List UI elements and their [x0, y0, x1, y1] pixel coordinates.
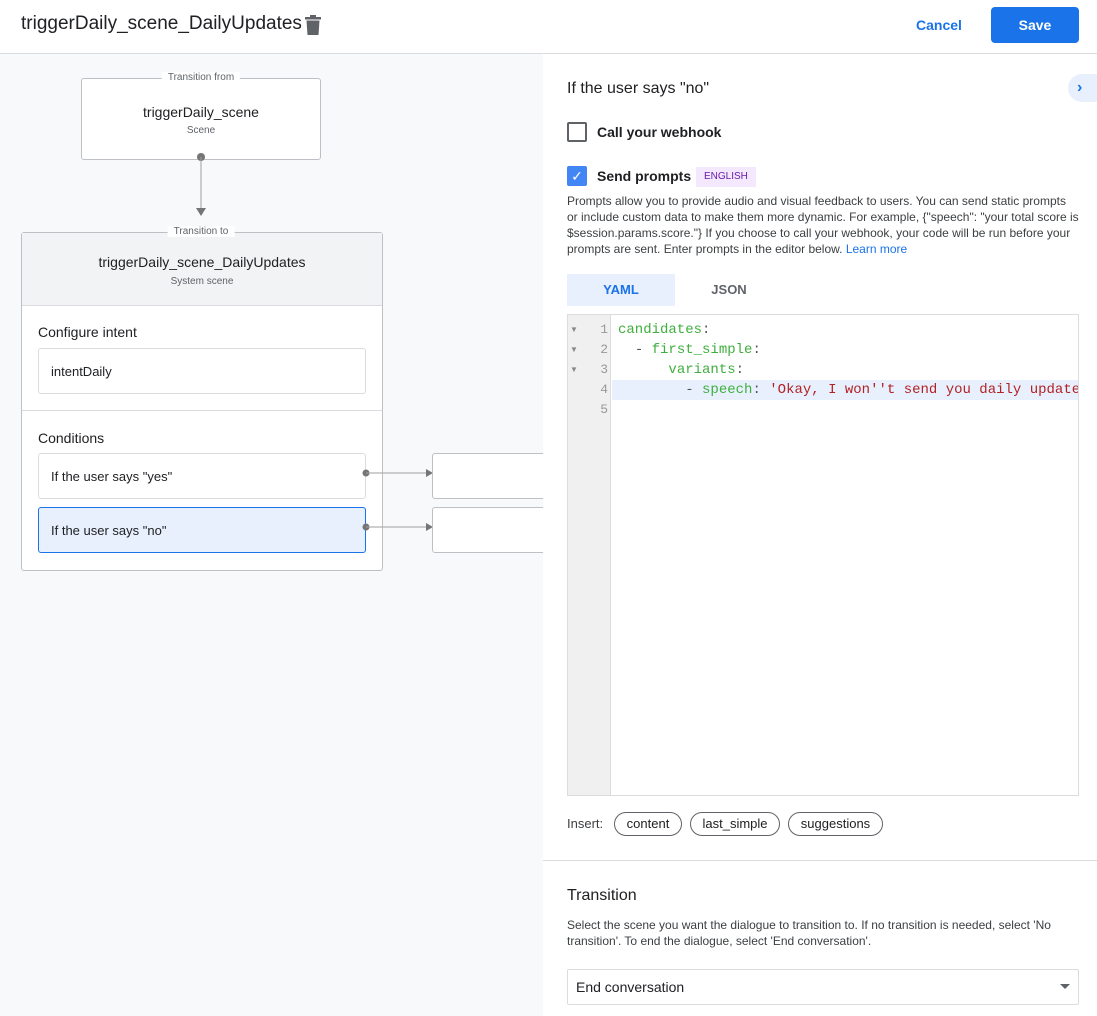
panel-heading: If the user says "no": [567, 80, 710, 97]
line-number: 3: [600, 362, 608, 377]
cancel-button[interactable]: Cancel: [903, 8, 975, 42]
transition-description: Select the scene you want the dialogue t…: [567, 918, 1051, 948]
chevron-right-icon[interactable]: ›: [1068, 74, 1097, 102]
editor-content[interactable]: candidates: - first_simple: variants: - …: [612, 315, 1079, 795]
code-line: - speech: 'Okay, I won''t send you daily…: [685, 382, 1079, 398]
configure-intent-label: Configure intent: [38, 324, 137, 340]
to-scene-name: triggerDaily_scene_DailyUpdates: [98, 254, 306, 270]
dropdown-arrow-icon: [1060, 984, 1070, 989]
condition-connectors: [362, 469, 433, 531]
tab-yaml[interactable]: YAML: [567, 274, 675, 306]
no-target-node[interactable]: [432, 507, 543, 553]
page-title: triggerDaily_scene_DailyUpdates: [21, 13, 302, 34]
transition-heading: Transition: [567, 887, 637, 904]
from-scene-name: triggerDaily_scene: [143, 104, 259, 120]
save-button[interactable]: Save: [991, 7, 1079, 43]
trash-icon[interactable]: [305, 15, 321, 35]
connector-arrow: [196, 153, 206, 216]
node-header: triggerDaily_scene_DailyUpdates System s…: [22, 233, 382, 306]
yes-target-node[interactable]: [432, 453, 543, 499]
tab-json[interactable]: JSON: [711, 282, 747, 297]
insert-chip-content[interactable]: content: [614, 812, 682, 836]
divider: [543, 860, 1097, 861]
transition-from-caption: Transition from: [161, 72, 241, 83]
code-line: candidates:: [618, 322, 711, 338]
to-scene-type: System scene: [170, 276, 234, 287]
send-prompts-label: Send prompts: [597, 168, 692, 184]
webhook-label: Call your webhook: [597, 124, 722, 140]
transition-select[interactable]: End conversation: [567, 969, 1079, 1005]
transition-from-node[interactable]: triggerDaily_scene Scene: [81, 78, 321, 160]
fold-icon[interactable]: ▼: [570, 365, 578, 374]
webhook-checkbox[interactable]: [567, 122, 587, 142]
line-number: 5: [600, 402, 608, 417]
transition-to-node[interactable]: triggerDaily_scene_DailyUpdates System s…: [21, 232, 383, 571]
fold-icon[interactable]: ▼: [570, 345, 578, 354]
from-scene-type: Scene: [186, 125, 216, 136]
line-number: 4: [600, 382, 608, 397]
condition-panel: [543, 54, 1097, 1016]
fold-icon[interactable]: ▼: [570, 325, 578, 334]
language-badge: ENGLISH: [696, 167, 756, 187]
header-bar: triggerDaily_scene_DailyUpdates Cancel S…: [0, 0, 1097, 54]
divider: [22, 410, 382, 411]
scene-canvas[interactable]: triggerDaily_scene Scene Transition from…: [0, 54, 543, 1016]
transition-to-caption: Transition to: [167, 226, 235, 237]
learn-more-link[interactable]: Learn more: [845, 242, 908, 256]
send-prompts-checkbox[interactable]: ✓: [567, 166, 587, 186]
insert-chip-suggestions[interactable]: suggestions: [788, 812, 883, 836]
code-line: - first_simple:: [634, 342, 761, 358]
insert-chip-last-simple[interactable]: last_simple: [690, 812, 780, 836]
conditions-label: Conditions: [38, 430, 105, 446]
prompts-description: Prompts allow you to provide audio and v…: [567, 193, 1079, 257]
editor-gutter: ▼ ▼ ▼ 1 2 3 4 5: [568, 315, 611, 795]
code-line: variants:: [668, 362, 745, 378]
condition-yes[interactable]: If the user says "yes": [38, 453, 366, 499]
code-editor[interactable]: ▼ ▼ ▼ 1 2 3 4 5 candidates: - first_simp…: [567, 314, 1079, 796]
transition-select-value: End conversation: [576, 979, 685, 995]
condition-no[interactable]: If the user says "no": [38, 507, 366, 553]
description-text: Prompts allow you to provide audio and v…: [567, 194, 1079, 256]
insert-label: Insert:: [567, 816, 604, 831]
line-number: 1: [600, 322, 608, 337]
active-line-highlight: [612, 380, 1078, 400]
line-number: 2: [600, 342, 608, 357]
intent-field[interactable]: intentDaily: [38, 348, 366, 394]
